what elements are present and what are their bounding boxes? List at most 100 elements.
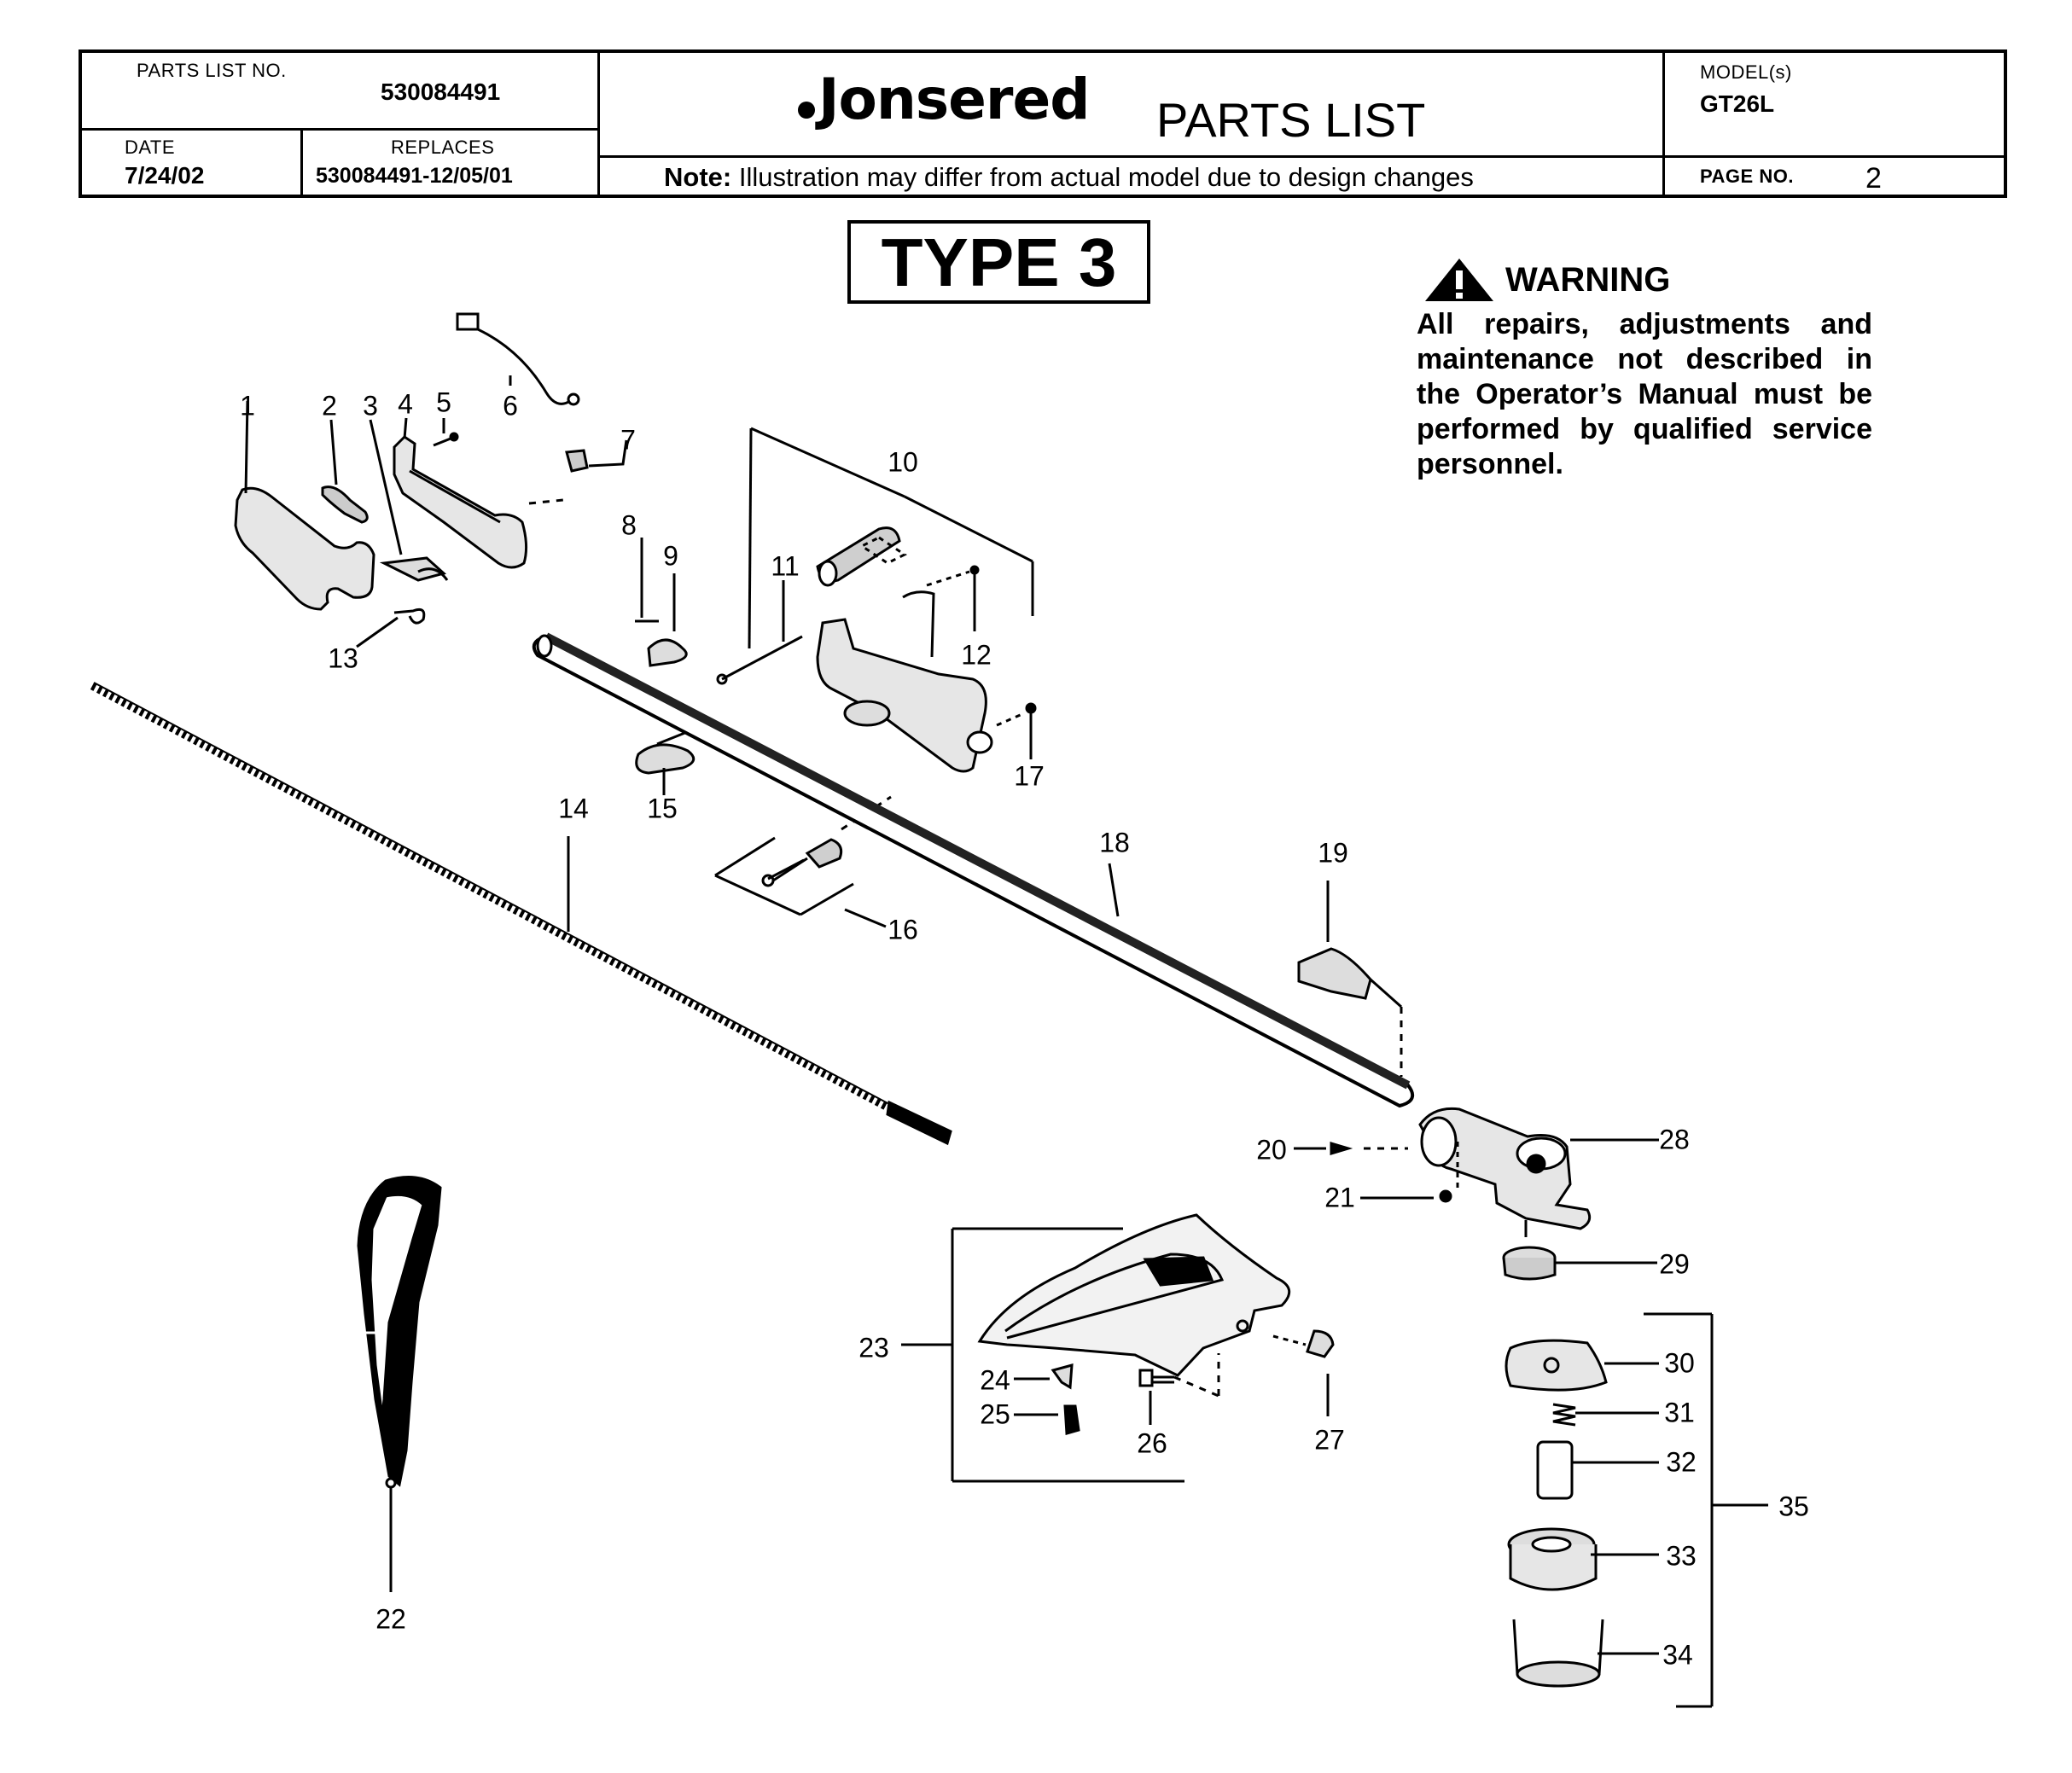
callout-35: 35 [1778,1491,1809,1522]
callout-7: 7 [620,424,636,456]
callout-17: 17 [1014,760,1045,792]
screw-part-21 [1360,1142,1459,1203]
drive-shaft-part-14 [90,682,952,1146]
harness-strap-part-22 [357,1176,442,1592]
callout-24: 24 [980,1364,1010,1396]
warning-title: WARNING [1505,260,1671,299]
handle-grip-part-1 [234,400,375,611]
header-divider [597,53,600,198]
page-title: PARTS LIST [1156,93,1426,147]
eyelet-part-32 [1536,1440,1659,1500]
callout-8: 8 [621,509,637,541]
callout-14: 14 [558,793,589,824]
housing-part-34 [1512,1619,1659,1688]
model-value: GT26L [1700,90,1775,117]
nut-part-17 [996,702,1037,759]
jonsered-logo: Jonsered [798,67,1090,132]
callout-4: 4 [398,388,413,420]
gear-head-part-28 [1418,1107,1659,1237]
date-label: DATE [125,137,176,158]
callout-30: 30 [1664,1347,1695,1379]
note-label: Note: [664,162,732,192]
callout-27: 27 [1314,1424,1345,1456]
logo-dot [798,102,815,119]
type-label-box: TYPE 3 [847,220,1150,304]
nut-part-12 [926,565,980,631]
trigger-part-2 [321,419,369,524]
screw-part-20 [1294,1141,1408,1156]
header-table: PARTS LIST NO. 530084491 DATE 7/24/02 RE… [79,49,2007,198]
callout-2: 2 [322,390,337,421]
callout-23: 23 [858,1332,889,1363]
callout-20: 20 [1256,1134,1287,1166]
spool-part-33 [1507,1527,1659,1591]
callout-28: 28 [1659,1124,1690,1155]
illustration-note: Note: Illustration may differ from actua… [664,162,1474,193]
callout-26: 26 [1137,1427,1167,1459]
header-divider [597,155,2007,158]
trimmer-head-bracket-35 [1644,1312,1768,1708]
callout-3: 3 [363,390,378,421]
warning-triangle-icon [1425,259,1493,301]
parts-list-no-label: PARTS LIST NO. [137,60,287,81]
parts-list-no: 530084491 [381,78,501,105]
lockout-part-3 [369,419,449,582]
page-no-label: PAGE NO. [1700,166,1794,187]
bolt-part-26 [1138,1353,1220,1425]
callout-5: 5 [436,387,451,418]
trimmer-head-part-30 [1505,1339,1659,1392]
callout-6: 6 [503,390,518,421]
callout-31: 31 [1664,1397,1695,1428]
ignition-cable-part-6 [456,312,580,406]
handle-assembly-bracket-10 [748,427,1034,649]
washer-part-29 [1502,1246,1657,1281]
spring-part-13 [356,607,426,648]
callout-9: 9 [663,540,678,572]
callout-18: 18 [1099,827,1130,858]
replaces-label: REPLACES [391,137,495,158]
nut-part-27 [1272,1329,1335,1416]
callout-13: 13 [328,642,358,674]
date-value: 7/24/02 [125,162,205,189]
callout-10: 10 [888,446,918,478]
callout-1: 1 [240,390,255,421]
header-divider [82,128,597,131]
guard-assembly-bracket-23 [901,1227,1184,1483]
callout-21: 21 [1324,1182,1355,1213]
front-handle-bracket [816,590,993,773]
callout-25: 25 [980,1398,1010,1430]
brand-wordmark: Jonsered [818,67,1090,132]
warning-heading: WARNING [1423,259,1670,301]
blade-part-24 [1014,1363,1074,1390]
header-divider [300,128,303,198]
front-handle-part-11 [716,526,907,685]
handle-housing-part-4 [393,417,528,569]
clamp-part-8-9 [635,538,688,667]
switch-part-7 [528,439,628,505]
callout-15: 15 [647,793,678,824]
grass-guard-part-23 [977,1213,1291,1377]
callout-34: 34 [1662,1639,1693,1671]
note-text: Illustration may differ from actual mode… [738,162,1474,192]
callout-12: 12 [961,639,992,671]
shield-bracket-part-19 [1297,881,1403,1077]
callout-29: 29 [1659,1248,1690,1280]
callout-19: 19 [1318,837,1348,869]
models-label: MODEL(s) [1700,61,1792,83]
page-no-value: 2 [1865,162,1882,195]
callout-11: 11 [771,550,800,582]
callout-32: 32 [1666,1446,1697,1478]
header-divider [1662,53,1665,198]
callout-33: 33 [1666,1540,1697,1572]
callout-22: 22 [375,1603,406,1635]
warning-text: All repairs, adjustments and maintenance… [1417,308,1872,480]
spring-part-31 [1552,1403,1659,1427]
replaces-value: 530084491-12/05/01 [316,164,513,188]
screw-part-25 [1014,1404,1080,1435]
clamp-part-15 [635,729,696,795]
screw-part-5 [433,418,459,447]
shaft-tube-part-18 [532,632,1415,1108]
callout-16: 16 [888,914,918,945]
